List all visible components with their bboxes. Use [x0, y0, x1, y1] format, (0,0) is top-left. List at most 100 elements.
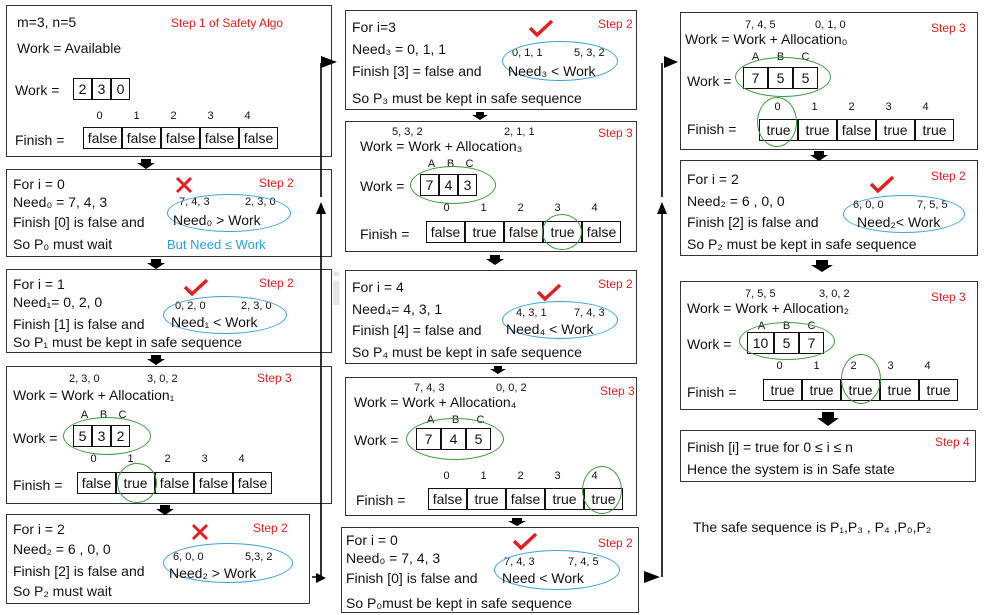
- for-i-text: For i = 2: [687, 171, 739, 187]
- step-label: Step 2: [253, 521, 288, 535]
- comparison-text: Need₀ > Work: [173, 212, 261, 228]
- for-i-text: For i = 2: [13, 521, 65, 537]
- finish-cell: true: [465, 221, 504, 243]
- for-i-text: For i = 0: [13, 176, 65, 192]
- check-p2-box: Step 2 For i = 2 Need₂ = 6 , 0, 0 Finish…: [6, 514, 310, 604]
- finish-index: 2: [164, 453, 171, 465]
- finish-label: Finish =: [360, 226, 410, 242]
- work-update-2-box: Step 3 7, 5, 5 3, 0, 2 Work = Work + All…: [680, 281, 978, 410]
- finish-index: 2: [170, 110, 177, 122]
- finish-cell: true: [919, 379, 958, 401]
- finish-label: Finish =: [13, 477, 63, 493]
- work-update-0-box: Step 3 7, 4, 5 0, 1, 0 Work = Work + All…: [680, 12, 978, 150]
- finish-label: Finish =: [356, 492, 406, 508]
- finish-index: 3: [207, 110, 214, 122]
- work-update-3-box: Step 3 5, 3, 2 2, 1, 1 Work = Work + All…: [345, 121, 637, 252]
- finish-cell: false: [426, 221, 465, 243]
- finish-vector: false true false true false: [426, 221, 621, 243]
- check-p1-box: Step 2 For i = 1 Need₁= 0, 2, 0 Finish […: [6, 269, 332, 353]
- checkmark-icon: [512, 532, 538, 551]
- result-text: So P₀ must wait: [13, 236, 113, 252]
- work-values: 7, 4, 5: [745, 19, 776, 31]
- result-text: So P₂ must wait: [13, 583, 112, 599]
- step-label: Step 2: [598, 277, 633, 291]
- comparison-text: Need₂< Work: [857, 214, 941, 230]
- finish-index: 4: [924, 360, 931, 372]
- alloc-values: 0, 1, 0: [815, 19, 846, 31]
- for-i-text: For i = 4: [352, 279, 404, 295]
- abc-label: C: [465, 158, 474, 170]
- work-label: Work =: [687, 73, 732, 89]
- note-text: But Need ≤ Work: [167, 237, 266, 252]
- finish-cond-text: Finish [2] is false and: [687, 214, 819, 230]
- finish-cell: true: [880, 379, 919, 401]
- step-label: Step 3: [600, 384, 635, 398]
- step-label: Step 2: [598, 536, 633, 550]
- safe-sequence-text: The safe sequence is P₁,P₃ , P₄ ,P₀,P₂: [693, 519, 932, 535]
- step-label: Step 3: [931, 21, 966, 35]
- abc-label: A: [427, 158, 436, 170]
- finish-index: 0: [443, 202, 450, 214]
- work-values: 2, 3, 0: [69, 373, 100, 385]
- arrow-head: [644, 571, 660, 583]
- finish-cell: true: [802, 379, 841, 401]
- finish-cond-text: Finish [1] is false and: [13, 316, 145, 332]
- abc-label: B: [446, 158, 455, 170]
- safe-state-box: Step 4 Finish [i] = true for 0 ≤ i ≤ n H…: [680, 430, 976, 482]
- finish-index: 3: [887, 360, 894, 372]
- finish-index: 4: [591, 202, 598, 214]
- step-label: Step 2: [931, 169, 966, 183]
- step-label: Step 2: [259, 176, 294, 190]
- result-text: So P₄ must be kept in safe sequence: [352, 344, 582, 360]
- alloc-values: 3, 0, 2: [147, 373, 178, 385]
- finish-cell: false: [504, 221, 543, 243]
- cross-icon: [191, 523, 209, 541]
- arrow-head: [657, 202, 667, 214]
- work-values: 7, 5, 5: [745, 288, 776, 300]
- finish-index: 1: [813, 360, 820, 372]
- finish-index: 1: [480, 202, 487, 214]
- finish-index-row: 0 1 2 3 4: [428, 202, 613, 214]
- work-oval: [410, 166, 496, 204]
- check-p2-again-box: Step 2 For i = 2 Need₂ = 6 , 0, 0 Finish…: [680, 160, 978, 256]
- comparison-oval: [167, 194, 291, 232]
- work-cell: 0: [111, 78, 130, 100]
- need-text: Need₀ = 7, 4, 3: [13, 194, 108, 210]
- checkmark-icon: [869, 175, 895, 194]
- comparison-oval: [843, 195, 965, 233]
- finish-index: 0: [443, 470, 450, 482]
- finish-index: 3: [554, 470, 561, 482]
- abc-label: C: [476, 414, 485, 426]
- work-update-text: Work = Work + Allocation₃: [360, 138, 523, 154]
- finish-index: 4: [238, 453, 245, 465]
- finish-cond-text: Finish [0] is false and: [13, 214, 145, 230]
- work-oval: [63, 417, 151, 455]
- step-label: Step 3: [598, 126, 633, 140]
- finish-oval: [841, 354, 881, 404]
- work-cell: 3: [92, 78, 111, 100]
- check-p4-box: Step 2 For i = 4 Need₄= 4, 3, 1 Finish […: [345, 270, 637, 364]
- alloc-values: 0, 0, 2: [496, 382, 527, 394]
- finish-cell: false: [233, 472, 272, 494]
- work-label: Work =: [687, 336, 732, 352]
- need-text: Need₁= 0, 2, 0: [13, 294, 103, 310]
- finish-index: 3: [554, 202, 561, 214]
- finish-index: 3: [885, 101, 892, 113]
- result-text: So P₁ must be kept in safe sequence: [13, 334, 242, 350]
- arrow-head: [664, 56, 678, 68]
- finish-cell: false: [200, 127, 239, 149]
- finish-cond-text: Finish [2] is false and: [13, 563, 145, 579]
- finish-cell: false: [582, 221, 621, 243]
- work-vector: 2 3 0: [73, 78, 130, 100]
- work-values: 7, 4, 3: [414, 382, 445, 394]
- work-label: Work =: [13, 430, 58, 446]
- work-oval: [739, 322, 835, 360]
- need-text: Need₂ = 6 , 0, 0: [13, 541, 111, 557]
- check-p3-box: Step 2 For i=3 Need₃ = 0, 1, 1 Finish [3…: [345, 10, 637, 110]
- for-i-text: For i = 1: [13, 276, 65, 292]
- finish-oval: [117, 463, 157, 503]
- step-label: Step 3: [257, 371, 292, 385]
- comparison-text: Need₁ < Work: [171, 314, 258, 330]
- step-label: Step 4: [935, 435, 970, 449]
- finish-cond-text: Finish [3] = false and: [352, 63, 482, 79]
